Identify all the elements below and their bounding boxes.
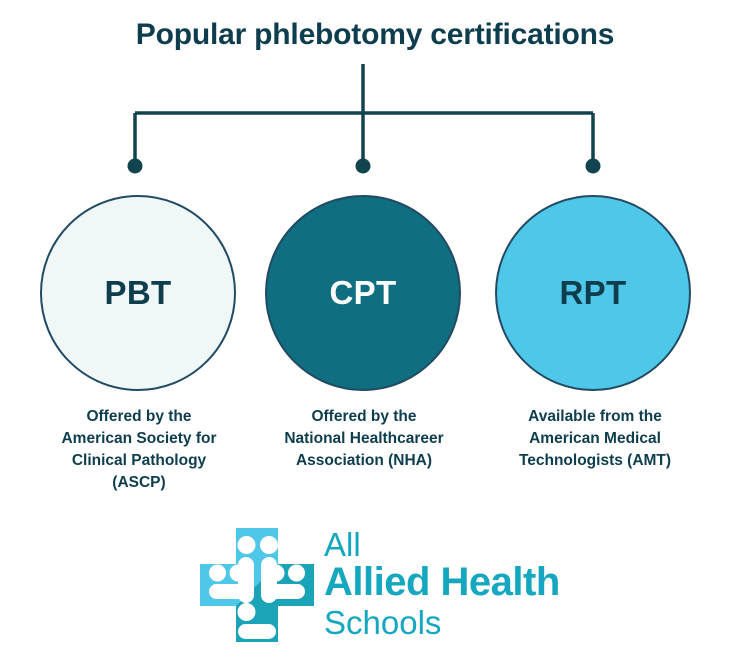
brand-logo-line-allied-health: Allied Health: [324, 560, 560, 604]
connector-bracket: [0, 60, 750, 180]
medical-cross-people-icon: [196, 524, 318, 646]
certification-circle-cpt: CPT: [265, 195, 461, 391]
certification-abbr-rpt: RPT: [559, 274, 627, 311]
certification-node-pbt: PBT: [40, 195, 236, 391]
connector-svg: [127, 64, 601, 174]
certification-circle-rpt: RPT: [495, 195, 691, 391]
certification-abbr-cpt: CPT: [329, 274, 397, 311]
connector-dot-left: [127, 158, 143, 174]
certification-abbr-pbt: PBT: [104, 274, 172, 311]
page-title: Popular phlebotomy certifications: [135, 18, 615, 51]
certification-circle-pbt: PBT: [40, 195, 236, 391]
medical-cross-people-svg: [200, 528, 314, 642]
brand-logo-line-schools: Schools: [324, 604, 442, 641]
certification-caption-cpt: Offered by the National Healthcareer Ass…: [284, 408, 444, 469]
certification-circles: PBT CPT RPT: [0, 195, 750, 395]
certification-caption-rpt: Available from the American Medical Tech…: [518, 408, 672, 469]
certification-node-rpt: RPT: [495, 195, 691, 391]
certification-node-cpt: CPT: [265, 195, 461, 391]
brand-logo-line-all: All: [324, 526, 361, 563]
certification-captions: Offered by the American Society for Clin…: [0, 406, 750, 516]
brand-logo-text: All Allied Health Schools: [324, 524, 574, 646]
connector-dot-right: [585, 158, 601, 174]
connector-dot-center: [355, 158, 371, 174]
certification-caption-pbt: Offered by the American Society for Clin…: [61, 408, 217, 491]
brand-logo: All Allied Health Schools: [196, 524, 576, 650]
